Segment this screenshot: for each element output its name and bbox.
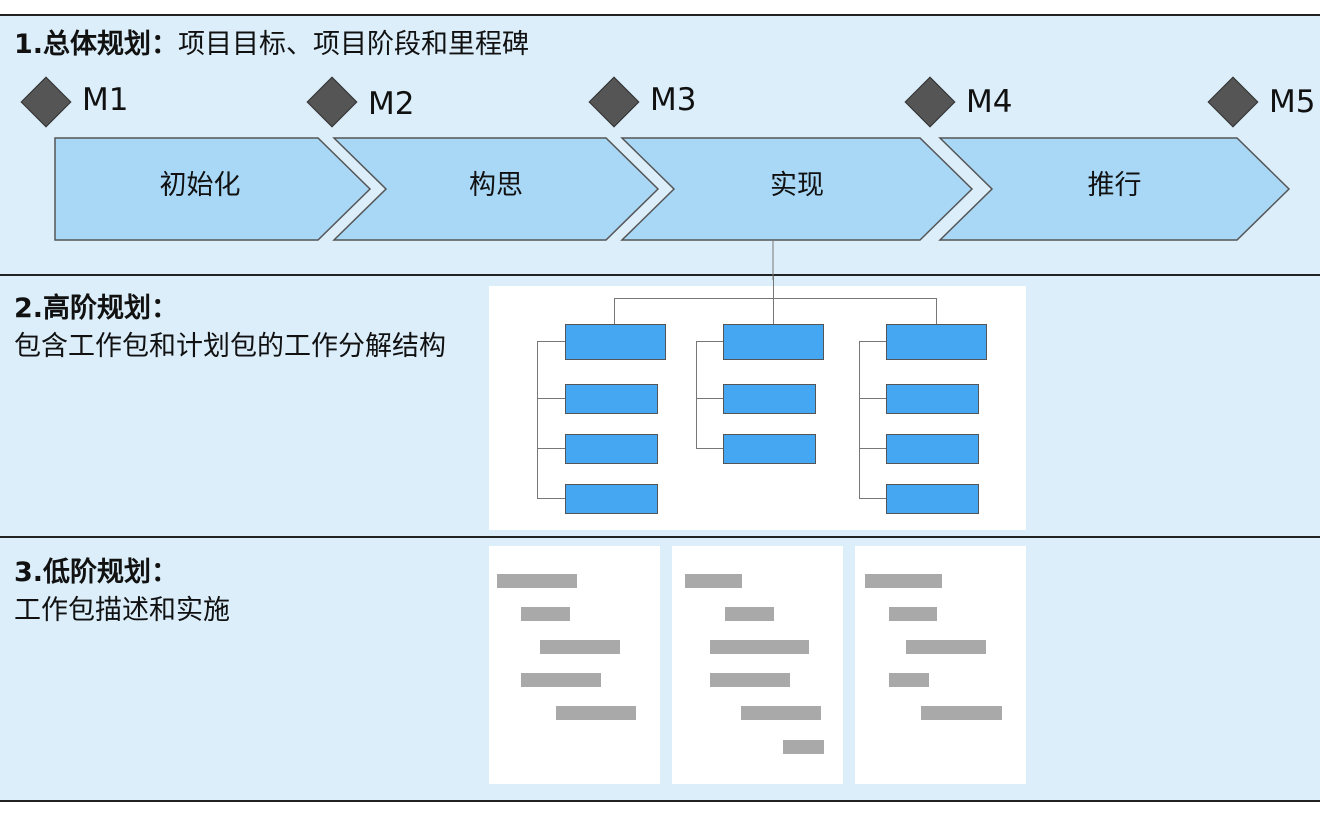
phase-rollout <box>938 137 1291 241</box>
description-line <box>906 640 986 654</box>
high-level-heading: 2.高阶规划： <box>14 293 179 324</box>
wbs-work-package <box>723 384 816 414</box>
phase-label: 构思 <box>469 170 523 201</box>
phase-chevrons <box>54 137 1291 280</box>
phase-concept <box>332 137 660 241</box>
wbs-work-package <box>565 384 658 414</box>
description-line <box>725 607 774 621</box>
phase-label: 推行 <box>1087 170 1142 201</box>
description-line <box>710 673 790 687</box>
description-line <box>865 574 942 588</box>
description-line <box>497 574 577 588</box>
low-level-description: 工作包描述和实施 <box>14 595 230 626</box>
wbs-work-package <box>886 324 987 360</box>
phase-label: 初始化 <box>159 170 241 201</box>
overall-subtitle: 项目目标、项目阶段和里程碑 <box>178 29 530 60</box>
wbs-work-package <box>886 384 979 414</box>
wbs-work-package <box>886 484 979 514</box>
milestone-label: M5 <box>1269 84 1316 120</box>
high-level-description: 包含工作包和计划包的工作分解结构 <box>14 331 446 362</box>
description-line <box>521 673 601 687</box>
description-line <box>540 640 620 654</box>
low-level-planning-section: 3.低阶规划： 工作包描述和实施 <box>0 536 1320 802</box>
milestone-label: M3 <box>650 82 697 118</box>
description-line <box>783 740 824 754</box>
description-line <box>710 640 809 654</box>
description-line <box>685 574 742 588</box>
work-package-description-1 <box>489 546 660 784</box>
milestone-label: M2 <box>368 86 415 122</box>
description-line <box>889 607 937 621</box>
wbs-panel <box>489 276 1026 530</box>
wbs-work-package <box>565 324 666 360</box>
low-level-heading: 3.低阶规划： <box>14 557 179 588</box>
description-line <box>921 706 1002 720</box>
wbs-work-package <box>565 434 658 464</box>
overall-heading: 1.总体规划： <box>14 29 179 60</box>
work-package-description-3 <box>855 546 1026 784</box>
phase-realization <box>620 137 974 241</box>
description-line <box>889 673 929 687</box>
wbs-work-package <box>723 324 824 360</box>
description-line <box>521 607 570 621</box>
milestone-label: M4 <box>966 84 1013 120</box>
wbs-work-package <box>565 484 658 514</box>
wbs-work-package <box>723 434 816 464</box>
wbs-work-package <box>886 434 979 464</box>
overall-title: 1.总体规划：项目目标、项目阶段和里程碑 <box>14 28 529 62</box>
phase-label: 实现 <box>770 170 824 201</box>
work-package-description-2 <box>672 546 843 784</box>
phase-initialization <box>54 137 372 241</box>
milestone-label: M1 <box>82 82 129 118</box>
description-line <box>741 706 821 720</box>
high-level-planning-section: 2.高阶规划： 包含工作包和计划包的工作分解结构 <box>0 274 1320 538</box>
description-line <box>556 706 636 720</box>
